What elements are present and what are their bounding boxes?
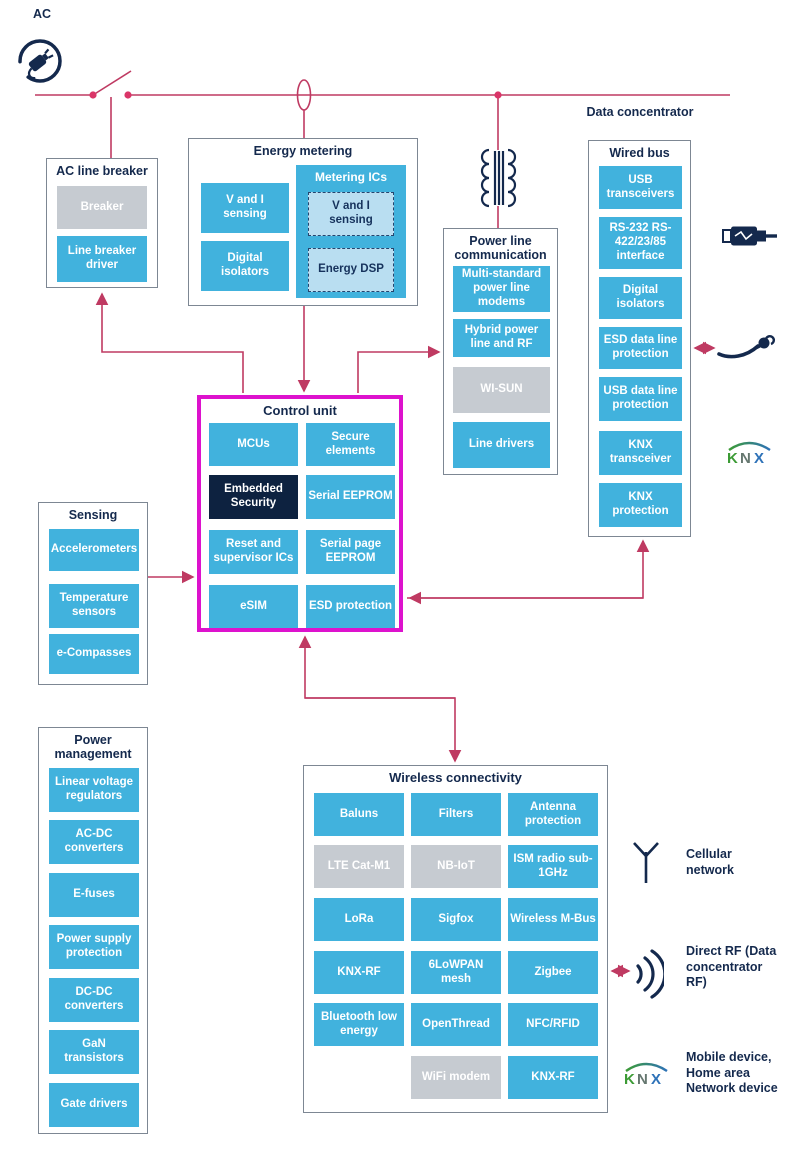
- block-usb-transceivers: USB transceivers: [599, 166, 682, 209]
- panel-sensing: Sensing Accelerometers Temperature senso…: [38, 502, 148, 685]
- block-accelerometers: Accelerometers: [49, 529, 139, 571]
- panel-title: Wired bus: [609, 146, 670, 160]
- svg-text:K: K: [624, 1071, 635, 1088]
- subpanel-metering-ics: Metering ICs V and I sensing Energy DSP: [296, 165, 406, 298]
- block-esd-data-line-protection: ESD data line protection: [599, 327, 682, 369]
- control-unit-to-breaker: [95, 292, 244, 393]
- block-bluetooth-low-energy: Bluetooth low energy: [314, 1003, 404, 1046]
- block-lora: LoRa: [314, 898, 404, 941]
- block-serial-page-eeprom: Serial page EEPROM: [306, 530, 395, 574]
- block-digital-isolators-2: Digital isolators: [599, 277, 682, 319]
- block-knx-transceiver: KNX transceiver: [599, 431, 682, 475]
- panel-title: Power line communication: [454, 234, 547, 263]
- block-sigfox: Sigfox: [411, 898, 501, 941]
- legend-direct-rf: Direct RF (Data concentrator RF): [686, 944, 777, 990]
- panel-wired-bus: Wired bus USB transceivers RS-232 RS-422…: [588, 140, 691, 537]
- block-lte-cat-m1: LTE Cat-M1: [314, 845, 404, 888]
- block-knx-rf-2: KNX-RF: [508, 1056, 598, 1099]
- transformer-icon: [480, 148, 517, 208]
- block-multi-standard-power-line-modems: Multi-standard power line modems: [453, 266, 550, 312]
- block-linear-voltage-regulators: Linear voltage regulators: [49, 768, 139, 812]
- svg-text:K: K: [727, 450, 738, 467]
- svg-text:N: N: [637, 1071, 648, 1088]
- block-knx-protection: KNX protection: [599, 483, 682, 527]
- block-baluns: Baluns: [314, 793, 404, 836]
- block-usb-data-line-protection: USB data line protection: [599, 377, 682, 421]
- block-power-supply-protection: Power supply protection: [49, 925, 139, 969]
- block-6lowpan-mesh: 6LoWPAN mesh: [411, 951, 501, 994]
- block-breaker: Breaker: [57, 186, 147, 229]
- block-nb-iot: NB-IoT: [411, 845, 501, 888]
- svg-text:X: X: [754, 450, 764, 467]
- panel-wireless-connectivity: Wireless connectivity Baluns Filters Ant…: [303, 765, 608, 1113]
- block-hybrid-power-line-and-rf: Hybrid power line and RF: [453, 319, 550, 357]
- wireless-to-control-unit: [298, 635, 455, 699]
- block-esim: eSIM: [209, 585, 298, 628]
- legend-mobile-device: Mobile device, Home area Network device: [686, 1050, 778, 1096]
- panel-title: Control unit: [263, 403, 337, 418]
- block-reset-and-supervisor-ics: Reset and supervisor ICs: [209, 530, 298, 574]
- junction-dots: [89, 91, 502, 99]
- block-v-and-i-sensing: V and I sensing: [201, 183, 289, 233]
- block-embedded-security: Embedded Security: [209, 475, 298, 519]
- block-rs232-interface: RS-232 RS-422/23/85 interface: [599, 217, 682, 269]
- block-e-fuses: E-fuses: [49, 873, 139, 917]
- panel-title: Power management: [54, 733, 132, 762]
- block-wireless-m-bus: Wireless M-Bus: [508, 898, 598, 941]
- panel-power-line-communication: Power line communication Multi-standard …: [443, 228, 558, 475]
- ac-label: AC: [33, 7, 52, 21]
- block-mcus: MCUs: [209, 423, 298, 466]
- block-metering-v-and-i-sensing: V and I sensing: [308, 192, 394, 236]
- rf-waves-icon: [634, 948, 667, 1005]
- cable-icon: [716, 332, 778, 367]
- cellular-antenna-icon: [630, 840, 662, 889]
- subpanel-title: Metering ICs: [314, 170, 387, 184]
- block-e-compasses: e-Compasses: [49, 634, 139, 674]
- panel-title: Energy metering: [253, 144, 353, 158]
- svg-text:X: X: [651, 1071, 661, 1088]
- block-ac-dc-converters: AC-DC converters: [49, 820, 139, 864]
- block-knx-rf: KNX-RF: [314, 951, 404, 994]
- block-line-breaker-driver: Line breaker driver: [57, 236, 147, 282]
- block-filters: Filters: [411, 793, 501, 836]
- power-plug-icon: [14, 36, 66, 93]
- block-wi-sun: WI-SUN: [453, 367, 550, 413]
- breaker-switch-blade: [92, 70, 132, 96]
- usb-plug-icon: [722, 222, 778, 255]
- control-unit-to-plc: [357, 345, 441, 393]
- svg-text:N: N: [740, 450, 751, 467]
- block-serial-eeprom: Serial EEPROM: [306, 475, 395, 519]
- block-digital-isolators: Digital isolators: [201, 241, 289, 291]
- block-gan-transistors: GaN transistors: [49, 1030, 139, 1074]
- block-gate-drivers: Gate drivers: [49, 1083, 139, 1127]
- block-ism-radio-sub-1ghz: ISM radio sub-1GHz: [508, 845, 598, 888]
- block-zigbee: Zigbee: [508, 951, 598, 994]
- knx-logo: K N X: [725, 439, 773, 472]
- legend-cellular-network: Cellular network: [686, 847, 734, 877]
- block-line-drivers: Line drivers: [453, 422, 550, 468]
- block-esd-protection: ESD protection: [306, 585, 395, 628]
- panel-ac-line-breaker: AC line breaker Breaker Line breaker dri…: [46, 158, 158, 288]
- block-secure-elements: Secure elements: [306, 423, 395, 466]
- panel-energy-metering: Energy metering V and I sensing Digital …: [188, 138, 418, 306]
- block-wifi-modem: WiFi modem: [411, 1056, 501, 1099]
- data-concentrator-label: Data concentrator: [586, 105, 694, 119]
- control-unit-to-wireless: [305, 697, 462, 763]
- block-openthread: OpenThread: [411, 1003, 501, 1046]
- panel-title: AC line breaker: [56, 164, 148, 178]
- current-transformer-icon: [296, 79, 312, 111]
- block-antenna-protection: Antenna protection: [508, 793, 598, 836]
- knx-logo: K N X: [622, 1060, 670, 1093]
- panel-power-management: Power management Linear voltage regulato…: [38, 727, 148, 1134]
- control-unit-to-wired-bus: [407, 539, 650, 599]
- panel-title: Sensing: [68, 508, 118, 522]
- panel-title: Wireless connectivity: [389, 770, 522, 785]
- block-dc-dc-converters: DC-DC converters: [49, 978, 139, 1022]
- block-temperature-sensors: Temperature sensors: [49, 584, 139, 628]
- block-energy-dsp: Energy DSP: [308, 248, 394, 292]
- block-nfc-rfid: NFC/RFID: [508, 1003, 598, 1046]
- panel-control-unit: Control unit MCUs Secure elements Embedd…: [197, 395, 403, 632]
